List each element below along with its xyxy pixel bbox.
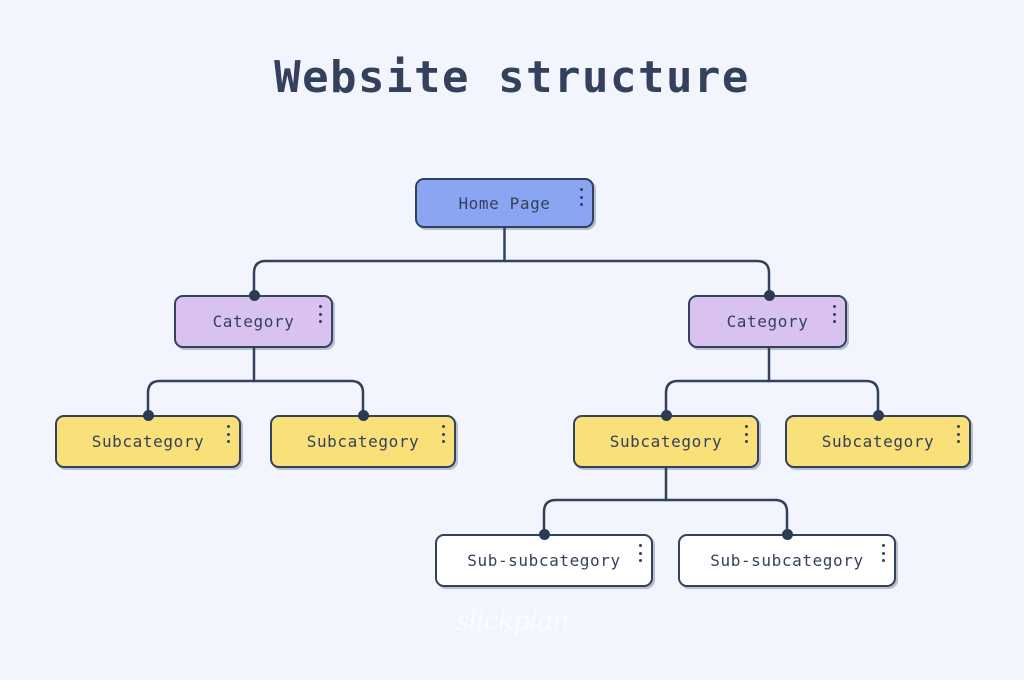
kebab-menu-icon[interactable] [226, 425, 230, 443]
node-label: Sub-subcategory [710, 551, 864, 570]
node-label: Subcategory [821, 432, 935, 451]
kebab-menu-icon[interactable] [318, 305, 322, 323]
node-ssub-2[interactable]: Sub-subcategory [678, 534, 896, 587]
node-label: Category [726, 312, 809, 331]
connector-cat-1-to [252, 379, 365, 417]
node-home[interactable]: Home Page [415, 178, 594, 228]
connector-sub-3-to [542, 498, 668, 536]
kebab-menu-icon[interactable] [579, 188, 583, 206]
slickplan-watermark: slickplan [455, 606, 569, 637]
connector-cat-2-to [664, 379, 771, 417]
connector-sub-3-to [664, 498, 789, 536]
connector-cat-2-to [767, 379, 880, 417]
node-sub-3[interactable]: Subcategory [573, 415, 759, 468]
kebab-menu-icon[interactable] [832, 305, 836, 323]
node-label: Sub-subcategory [467, 551, 621, 570]
node-label: Subcategory [91, 432, 205, 451]
page-title: Website structure [274, 52, 750, 103]
node-sub-2[interactable]: Subcategory [270, 415, 456, 468]
kebab-menu-icon[interactable] [881, 544, 885, 562]
connector-cat-1-to [146, 379, 256, 417]
node-sub-4[interactable]: Subcategory [785, 415, 971, 468]
node-ssub-1[interactable]: Sub-subcategory [435, 534, 653, 587]
node-label: Category [212, 312, 295, 331]
kebab-menu-icon[interactable] [744, 425, 748, 443]
node-sub-1[interactable]: Subcategory [55, 415, 241, 468]
kebab-menu-icon[interactable] [956, 425, 960, 443]
connector-home-to [503, 259, 771, 297]
node-cat-2[interactable]: Category [688, 295, 847, 348]
node-label: Subcategory [609, 432, 723, 451]
node-label: Home Page [458, 193, 551, 213]
node-cat-1[interactable]: Category [174, 295, 333, 348]
node-label: Subcategory [306, 432, 420, 451]
kebab-menu-icon[interactable] [441, 425, 445, 443]
kebab-menu-icon[interactable] [638, 544, 642, 562]
connector-home-to [252, 259, 506, 297]
